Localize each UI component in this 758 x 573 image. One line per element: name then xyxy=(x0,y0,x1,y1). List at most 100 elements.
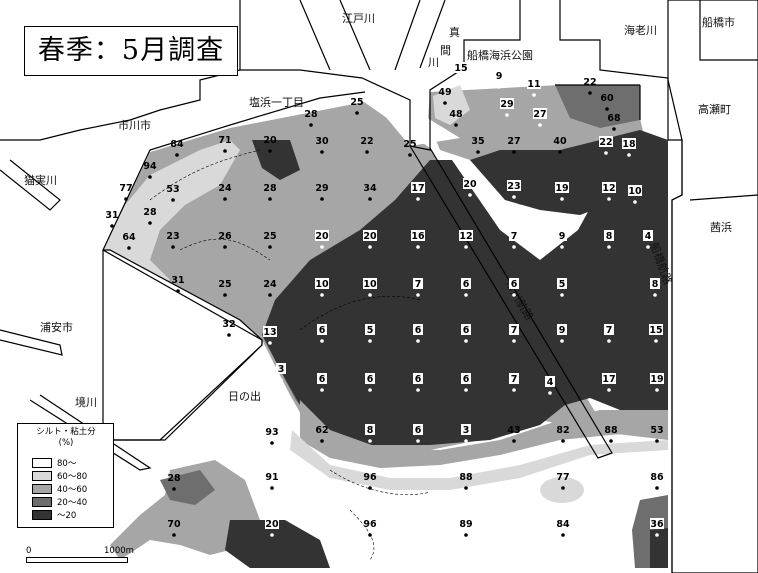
station-point xyxy=(633,200,637,204)
station-point xyxy=(368,533,372,537)
station: 3 xyxy=(276,363,286,382)
station-label-bg xyxy=(557,324,567,335)
station: 12 xyxy=(602,182,616,201)
station: 96 xyxy=(363,472,377,490)
station-point xyxy=(654,339,658,343)
station: 22 xyxy=(599,136,613,155)
station: 29 xyxy=(500,98,514,117)
station-label-bg xyxy=(365,324,375,335)
station-value: 9 xyxy=(559,325,566,336)
station-label-bg xyxy=(317,324,327,335)
station-value: 12 xyxy=(602,183,615,194)
station-value: 86 xyxy=(650,472,664,483)
station: 9 xyxy=(494,70,504,89)
station-value: 7 xyxy=(511,231,518,242)
station-point xyxy=(320,388,324,392)
station-point xyxy=(223,245,227,249)
station-value: 18 xyxy=(622,139,636,150)
station-value: 25 xyxy=(403,139,416,150)
station-value: 4 xyxy=(645,231,652,242)
legend-swatch xyxy=(32,458,52,468)
station-point xyxy=(127,246,131,250)
station-value: 27 xyxy=(533,109,546,120)
station-point xyxy=(110,224,114,228)
station-value: 88 xyxy=(459,472,473,483)
station: 6 xyxy=(461,324,471,343)
station-value: 6 xyxy=(415,374,422,385)
station-value: 20 xyxy=(363,231,377,242)
station-value: 89 xyxy=(459,519,472,530)
station-point xyxy=(561,439,565,443)
station-value: 40 xyxy=(553,136,567,147)
legend-swatch xyxy=(32,510,52,520)
station-point xyxy=(320,439,324,443)
station-value: 94 xyxy=(143,161,157,172)
zone-60-80-south xyxy=(290,430,668,490)
legend-label: ～20 xyxy=(57,511,77,521)
station-label-bg xyxy=(461,424,471,435)
station-point xyxy=(561,533,565,537)
station: 5 xyxy=(365,324,375,343)
station-value: 16 xyxy=(411,231,425,242)
station-label-bg xyxy=(461,324,471,335)
station: 31 xyxy=(105,210,119,228)
station-label-bg xyxy=(315,278,329,289)
station-point xyxy=(368,439,372,443)
station: 28 xyxy=(143,207,157,225)
station-label-bg xyxy=(461,373,471,384)
station-value: 6 xyxy=(463,374,470,385)
station-point xyxy=(476,150,480,154)
station-point xyxy=(148,221,152,225)
station-label-bg xyxy=(509,373,519,384)
station-point xyxy=(320,150,324,154)
station-point xyxy=(268,197,272,201)
station-value: 9 xyxy=(496,71,503,82)
station-value: 20 xyxy=(463,179,477,190)
station-point xyxy=(627,153,631,157)
station-point xyxy=(560,245,564,249)
station-point xyxy=(172,487,176,491)
station-label-bg xyxy=(650,373,664,384)
station-label-bg xyxy=(507,180,521,191)
station-value: 8 xyxy=(652,279,659,290)
station: 13 xyxy=(263,326,277,345)
legend-label: 60～80 xyxy=(57,472,88,482)
station: 6 xyxy=(317,373,327,392)
station-value: 20 xyxy=(265,519,279,530)
station-point xyxy=(655,388,659,392)
station-value: 5 xyxy=(367,325,374,336)
station-point xyxy=(561,486,565,490)
station-point xyxy=(605,107,609,111)
station-label-bg xyxy=(265,518,279,529)
station-value: 27 xyxy=(507,136,520,147)
station-value: 6 xyxy=(319,374,326,385)
station-value: 35 xyxy=(471,136,484,147)
station-label-bg xyxy=(533,108,547,119)
station-value: 3 xyxy=(278,364,285,375)
station-value: 6 xyxy=(463,325,470,336)
station-value: 96 xyxy=(363,519,377,530)
station-value: 49 xyxy=(438,87,451,98)
station-label-bg xyxy=(276,363,286,374)
station-value: 36 xyxy=(650,519,664,530)
station: 16 xyxy=(411,230,425,249)
station: 94 xyxy=(143,161,157,179)
station-point xyxy=(560,293,564,297)
station-label-bg xyxy=(411,230,425,241)
station-value: 30 xyxy=(315,136,329,147)
station-value: 3 xyxy=(463,425,470,436)
station: 25 xyxy=(263,231,277,249)
zone-60-80-patch xyxy=(540,477,584,503)
station-label-bg xyxy=(604,230,614,241)
station-point xyxy=(176,289,180,293)
station-label-bg xyxy=(413,324,423,335)
station: 6 xyxy=(365,373,375,392)
station-label-bg xyxy=(604,324,614,335)
station-label-bg xyxy=(461,278,471,289)
station: 17 xyxy=(602,373,616,392)
station-label-bg xyxy=(509,278,519,289)
station-point xyxy=(512,388,516,392)
